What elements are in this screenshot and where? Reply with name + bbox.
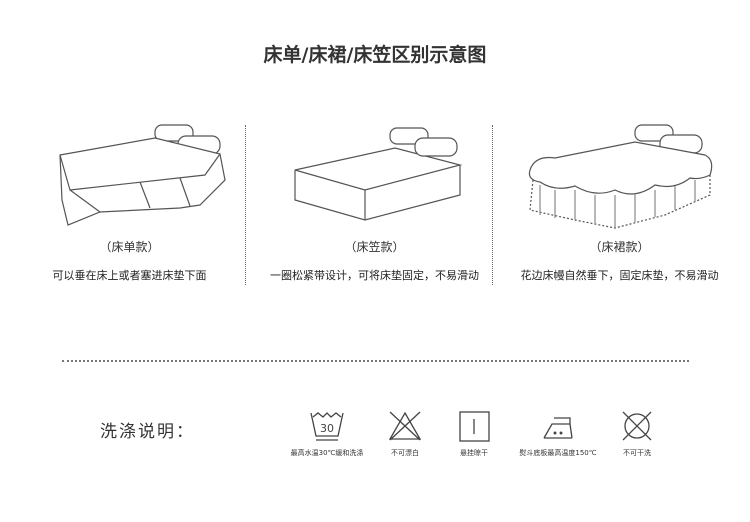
hang-dry-icon [459, 411, 490, 442]
care-label: 不可干洗 [623, 449, 651, 457]
wash-instructions-label: 洗涤说明： [100, 422, 195, 442]
type-description: 花边床幔自然垂下，固定床垫，不易滑动 [520, 269, 719, 282]
no-bleach-icon [388, 411, 422, 441]
fitted-sheet-bed-icon [293, 127, 462, 221]
flat-sheet-panel: （床单款） 可以垂在床上或者塞进床垫下面 [12, 120, 247, 290]
divider [245, 125, 246, 285]
care-item: 不可干洗 [582, 410, 692, 458]
no-dry-clean-icon [622, 411, 652, 441]
section-divider [62, 360, 689, 362]
bed-skirt-panel: （床裙款） 花边床幔自然垂下，固定床垫，不易滑动 [502, 120, 737, 290]
wash-temperature: 30 [320, 422, 334, 435]
care-label: 不可漂白 [391, 449, 419, 457]
type-description: 可以垂在床上或者塞进床垫下面 [52, 269, 207, 282]
type-description: 一圈松紧带设计，可将床垫固定，不易滑动 [270, 269, 479, 282]
care-label: 熨斗底板最高温度150℃ [519, 449, 597, 457]
iron-icon [543, 417, 573, 439]
divider [492, 125, 493, 285]
type-caption: （床单款） [99, 240, 160, 254]
care-item: 悬挂晾干 [419, 410, 529, 458]
fitted-sheet-panel: （床笠款） 一圈松紧带设计，可将床垫固定，不易滑动 [257, 120, 492, 290]
wash-30-icon: 30 [310, 412, 344, 441]
care-item: 熨斗底板最高温度150℃ [503, 410, 613, 458]
care-label: 悬挂晾干 [460, 449, 488, 457]
type-caption: （床笠款） [344, 240, 405, 254]
care-item: 30 最高水温30℃缓和洗涤 [272, 410, 382, 458]
flat-sheet-bed-icon [58, 124, 226, 226]
care-item: 不可漂白 [350, 410, 460, 458]
page-title: 床单/床裙/床笠区别示意图 [263, 44, 487, 66]
bed-skirt-bed-icon [528, 124, 712, 229]
care-label: 最高水温30℃缓和洗涤 [290, 449, 364, 457]
type-caption: （床裙款） [589, 240, 650, 254]
